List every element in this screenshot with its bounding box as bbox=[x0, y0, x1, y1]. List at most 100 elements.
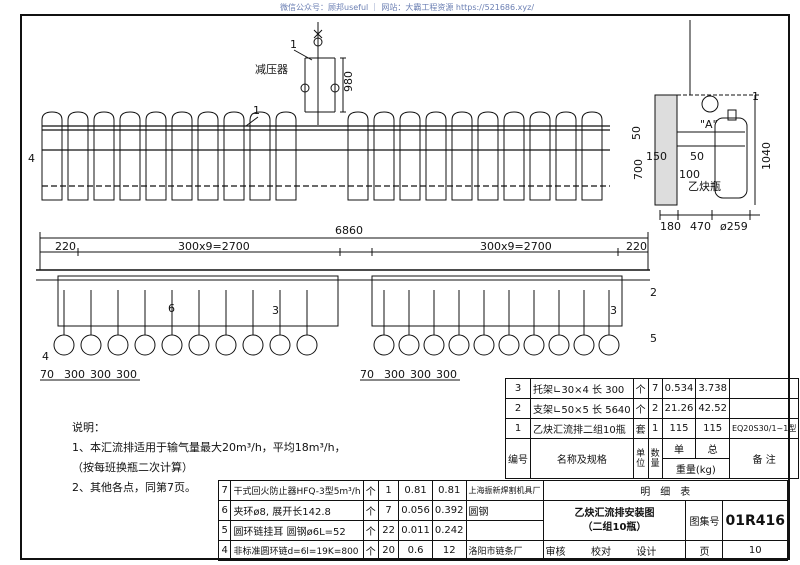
cylinder-plan-circle bbox=[598, 334, 620, 356]
cell: 上海振新焊割机具厂 bbox=[465, 480, 544, 501]
dim-seg-right: 300x9=2700 bbox=[480, 240, 552, 253]
cell-w1: 115 bbox=[661, 418, 697, 439]
gas-cylinder bbox=[67, 111, 89, 201]
dim-side-50b: 50 bbox=[690, 150, 704, 163]
side-view bbox=[654, 20, 760, 220]
atlas-number: 01R416 bbox=[722, 500, 788, 541]
cell-qty: 2 bbox=[647, 398, 663, 419]
drawing-title: 乙炔汇流排安装图 （二组10瓶） bbox=[542, 500, 687, 541]
cell: 0.011 bbox=[398, 520, 433, 541]
callout-3b: 3 bbox=[610, 304, 617, 317]
callout-5: 5 bbox=[650, 332, 657, 345]
cell-w2: 3.738 bbox=[695, 378, 730, 399]
bottom-dim-l-1: 300 bbox=[64, 368, 85, 381]
cylinder-plan-circle bbox=[296, 334, 318, 356]
cylinder-plan-circle bbox=[473, 334, 495, 356]
plan-dimension-lines bbox=[39, 232, 649, 270]
bottom-dim-l-3: 300 bbox=[116, 368, 137, 381]
gas-cylinder bbox=[347, 111, 369, 201]
bottom-dim-r-0: 70 bbox=[360, 368, 374, 381]
cylinder-plan-circle bbox=[242, 334, 264, 356]
dim-side-1040: 1040 bbox=[760, 142, 773, 170]
dim-220-right: 220 bbox=[626, 240, 647, 253]
hdr-w1: 单 bbox=[661, 438, 697, 459]
dim-side-259: ø259 bbox=[720, 220, 748, 233]
cell: 7 bbox=[217, 480, 232, 501]
label-regulator: 减压器 bbox=[255, 63, 288, 76]
gas-cylinder bbox=[581, 111, 603, 201]
cell-w2: 42.52 bbox=[695, 398, 730, 419]
dim-980: 980 bbox=[342, 71, 355, 92]
gas-cylinder bbox=[223, 111, 245, 201]
label-detail-A: "A" bbox=[700, 118, 718, 131]
callout-1b: 1 bbox=[253, 104, 260, 117]
cylinder-row-plan bbox=[53, 290, 620, 356]
gas-cylinder bbox=[249, 111, 271, 201]
cell-qty: 1 bbox=[647, 418, 663, 439]
cylinder-plan-circle bbox=[134, 334, 156, 356]
cell-no: 3 bbox=[505, 378, 531, 399]
cell: 20 bbox=[377, 540, 400, 561]
cell: 非标准圆环链d=6l=19K=800 bbox=[230, 540, 364, 561]
bottom-dim-l-2: 300 bbox=[90, 368, 111, 381]
cell: 个 bbox=[362, 540, 379, 561]
cylinder-plan-circle bbox=[188, 334, 210, 356]
cylinder-plan-circle bbox=[215, 334, 237, 356]
gas-cylinder bbox=[373, 111, 395, 201]
cell: 0.242 bbox=[431, 520, 467, 541]
list-title: 明 细 表 bbox=[542, 480, 789, 501]
hdr-weight: 重量(kg) bbox=[661, 458, 730, 479]
callout-6: 6 bbox=[168, 302, 175, 315]
lower-row-4: 4 非标准圆环链d=6l=19K=800 个 20 0.6 12 洛阳市链条厂 … bbox=[217, 540, 788, 561]
cell-qty: 7 bbox=[647, 378, 663, 399]
cell: 0.81 bbox=[398, 480, 433, 501]
cell: 圆环链挂耳 圆钢ø6L=52 bbox=[230, 520, 364, 541]
cell-note bbox=[728, 398, 800, 419]
plan-beam bbox=[36, 269, 650, 327]
bottom-dim-r-3: 300 bbox=[436, 368, 457, 381]
cell: 1 bbox=[377, 480, 400, 501]
cell-unit: 个 bbox=[632, 378, 649, 399]
cell-unit: 个 bbox=[632, 398, 649, 419]
cell: 7 bbox=[377, 500, 400, 521]
cell: 夹环ø8, 展开长142.8 bbox=[230, 500, 364, 521]
lower-row-7: 7 干式回火防止器HFQ-3型5m³/h 个 1 0.81 0.81 上海振新焊… bbox=[217, 480, 789, 501]
review-label: 审核 bbox=[545, 547, 566, 558]
regulator-assembly bbox=[300, 22, 346, 125]
signature-row: 审核 校对 设计 bbox=[542, 540, 687, 561]
notes-block: 说明： 1、本汇流排适用于输气量最大20m³/h，平均18m³/h， （按每班换… bbox=[72, 418, 346, 498]
hdr-note: 备 注 bbox=[728, 438, 800, 479]
design-label: 设计 bbox=[636, 547, 657, 558]
cylinder-plan-circle bbox=[548, 334, 570, 356]
callout-side-1: 1 bbox=[752, 90, 759, 103]
cylinder-plan-circle bbox=[107, 334, 129, 356]
cylinder-plan-circle bbox=[398, 334, 420, 356]
cell: 22 bbox=[377, 520, 400, 541]
check-label: 校对 bbox=[590, 547, 611, 558]
cell-no: 2 bbox=[505, 398, 531, 419]
bottom-dim-l-0: 70 bbox=[40, 368, 54, 381]
cylinder-plan-circle bbox=[373, 334, 395, 356]
cell: 个 bbox=[362, 520, 379, 541]
page-label: 页 bbox=[685, 540, 724, 561]
callout-1a: 1 bbox=[290, 38, 297, 51]
gas-cylinder bbox=[197, 111, 219, 201]
gas-cylinder bbox=[451, 111, 473, 201]
dim-side-50: 50 bbox=[630, 126, 643, 140]
gas-cylinder bbox=[41, 111, 63, 201]
gas-cylinder bbox=[503, 111, 525, 201]
cell-name: 托架∟30×4 长 300 bbox=[530, 378, 634, 399]
cell: 个 bbox=[362, 500, 379, 521]
cell: 4 bbox=[217, 540, 232, 561]
notes-line-1: 1、本汇流排适用于输气量最大20m³/h，平均18m³/h， bbox=[72, 441, 346, 454]
callout-4a: 4 bbox=[28, 152, 35, 165]
dim-220-left: 220 bbox=[55, 240, 76, 253]
hdr-unit: 单位 bbox=[632, 438, 649, 479]
page-number: 10 bbox=[722, 540, 788, 561]
notes-line-3: 2、其他各点，同第7页。 bbox=[72, 481, 196, 494]
gas-cylinder bbox=[171, 111, 193, 201]
hdr-name: 名称及规格 bbox=[530, 438, 634, 479]
dim-side-150: 150 bbox=[646, 150, 667, 163]
